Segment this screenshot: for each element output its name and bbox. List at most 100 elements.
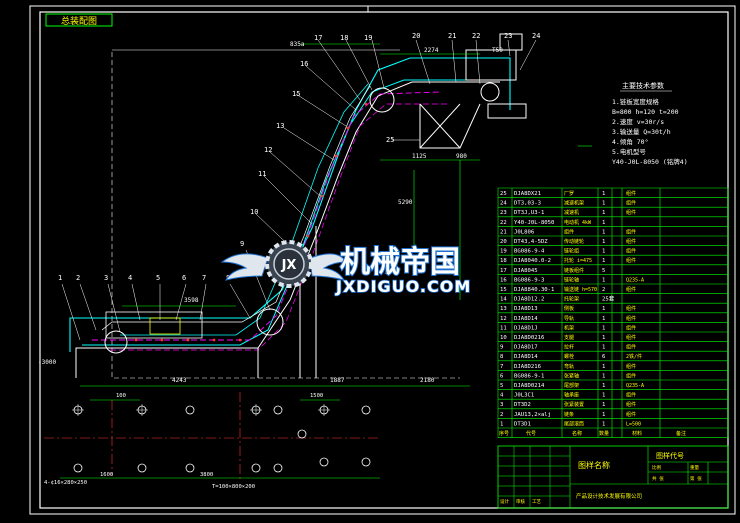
bom-row-name: 侧板 (564, 305, 574, 312)
balloon-7: 7 (202, 274, 206, 282)
bom-row-name: 支腿 (564, 334, 574, 341)
bom-row-qty: 1 (602, 325, 605, 331)
tail-housing (105, 311, 203, 339)
dim-small-d: 4-¢16×280×250 (44, 480, 87, 486)
balloon-1: 1 (58, 274, 62, 282)
bom-row-no: 15 (500, 287, 507, 293)
bom-row-name: 弯轨 (564, 363, 574, 370)
bom-row-no: 18 (500, 258, 507, 264)
balloon-18: 18 (340, 34, 348, 42)
tech-spec-title: 主要技术参数 (622, 81, 664, 90)
tail-sprocket (104, 330, 128, 354)
balloon-4: 4 (128, 274, 132, 282)
bom-row-code: J0L806 (514, 229, 534, 235)
bom-row-qty: 1 (602, 306, 605, 312)
bom-row-material: 组件 (626, 228, 636, 235)
bom-row-name: 张紧轴 (564, 372, 579, 379)
bom-row-code: DJA8840.30-1 (514, 287, 554, 293)
title-tag-box (45, 13, 113, 27)
balloon-2: 2 (76, 274, 80, 282)
head-support-frame (419, 103, 481, 149)
bom-row-code: JAU13,2×alj (514, 412, 551, 418)
dim-bottom-mid: 1887 (330, 377, 345, 384)
bom-row-material: 组件 (626, 190, 636, 197)
dim-small-a: 100 (116, 393, 126, 399)
dim-top-span: 2274 (424, 47, 439, 54)
watermark-name-cn: 机械帝国 (340, 245, 460, 280)
bom-row-code: BG086-9-4 (514, 249, 545, 255)
bom-row-material: Q235-A (626, 383, 644, 389)
bom-row-material: Q235-A (626, 277, 644, 283)
bom-row-code: DT3D2 (514, 402, 531, 408)
bom-row-no: 20 (500, 239, 507, 245)
dim-vertical: 5290 (398, 199, 413, 206)
bom-row-name: 电动机 4kW (564, 219, 592, 226)
bom-row-qty: 6 (602, 354, 605, 360)
bom-row-qty: 1 (602, 239, 605, 245)
bom-row-name: 尾部滚筒 (564, 420, 584, 427)
bom-row-code: DJA8DX21 (514, 191, 541, 197)
bom-row-qty: 1 (602, 210, 605, 216)
balloon-11: 11 (258, 170, 266, 178)
bom-row-qty: 5 (602, 268, 605, 274)
bom-row-name: 导轨 (564, 315, 574, 322)
title-tag: 总装配图 (61, 15, 97, 27)
bom-row-no: 23 (500, 210, 507, 216)
casing-contour-inner (82, 79, 505, 346)
dimension-texts: 835a 2274 T50 1125 980 5290 3598 4243 18… (38, 41, 503, 384)
bom-row-material: 组件 (626, 344, 636, 351)
drawing-name: 图样名称 (578, 460, 610, 470)
bom-row-name: 传动链轮 (564, 238, 584, 245)
bom-row-material: 组件 (626, 305, 636, 312)
bom-row-code: DJA8D13 (514, 306, 538, 312)
bom-row-name: 轴承座 (564, 392, 579, 399)
bom-row-no: 24 (500, 201, 507, 207)
bend-wheel (256, 308, 284, 336)
bom-row-qty: 1 (602, 316, 605, 322)
bom-row-no: 4 (500, 393, 504, 399)
bom-row-name: 厂罗 (564, 191, 574, 197)
bom-header-material: 材料 (632, 430, 642, 437)
bom-row-no: 13 (500, 306, 507, 312)
bom-row-material: 组件 (626, 334, 636, 341)
bom-row-material: 组件 (626, 363, 636, 370)
dim-level: -3000 (38, 359, 56, 366)
balloon-13: 13 (276, 122, 284, 130)
bom-row-name: 输送链 h=570 (564, 286, 597, 293)
bom-row-qty: 1 (602, 383, 605, 389)
watermark-name-en: JXDIGUO.COM (335, 277, 471, 296)
bom-row-name: 螺栓 (564, 353, 574, 360)
bom-row-code: DJA8D1J (514, 325, 538, 331)
anchor-bolt-holes (73, 405, 371, 473)
bom-row-qty: 25套 (602, 295, 615, 303)
company-name: 产品设计技术发展有限公司 (576, 492, 642, 500)
tech-spec-line: 4.倾角 70° (612, 137, 648, 146)
bom-row-name: 链轮组 (564, 248, 579, 255)
balloon-15: 15 (292, 90, 300, 98)
bom-row-no: 9 (500, 345, 503, 351)
title-block: 图样名称 图样代号 产品设计技术发展有限公司 设计 审核 工艺 比例 重量 共 … (497, 445, 729, 509)
dim-top-right: T50 (492, 47, 503, 54)
bom-row-no: 10 (500, 335, 507, 341)
tech-spec-line: B=800 h=120 t=200 (612, 108, 679, 116)
balloon-16: 16 (300, 60, 308, 68)
balloon-22: 22 (472, 32, 480, 40)
bom-row-name: 链条 (564, 411, 574, 418)
foundation-plan: 100 3800 1600 4-¢16×280×250 T=100×800×20… (44, 392, 380, 490)
bom-row-code: DJA8045 (514, 268, 538, 274)
tech-spec-line: 3.输送量 Q=30t/h (612, 127, 671, 136)
bom-row-material: 组件 (626, 257, 636, 264)
bom-row-code: DT3,03-3 (514, 201, 541, 207)
tb-cell: 重量 (690, 464, 699, 471)
bom-row-code: DJA8D216 (514, 364, 541, 370)
tb-cell: 共 张 (652, 475, 664, 482)
watermark-logo-letters: JX (281, 258, 297, 273)
dim-left-span: 3598 (184, 297, 199, 304)
tech-spec-line: 1.链板宽度规格 (612, 97, 659, 106)
bom-row-code: DJA8D0214 (514, 383, 545, 389)
bom-row-material: 组件 (626, 392, 636, 399)
dim-bottom-right: 2180 (420, 377, 435, 384)
tech-spec: 主要技术参数 1.链板宽度规格 B=800 h=120 t=200 2.速度 v… (612, 81, 688, 166)
